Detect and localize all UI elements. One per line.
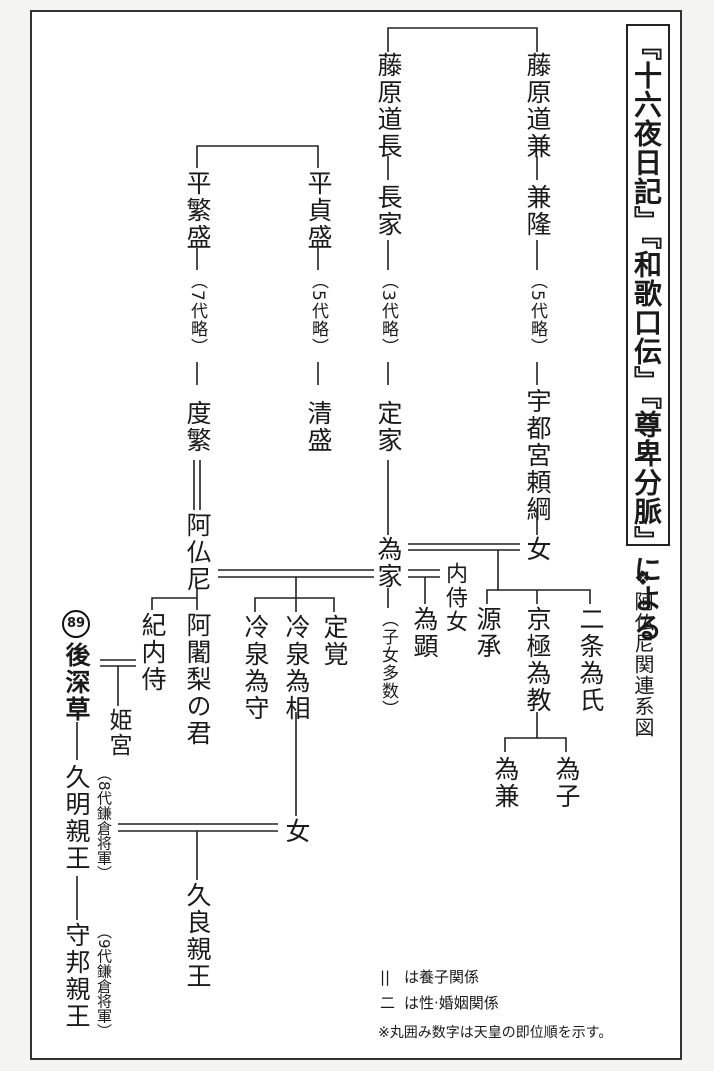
emperor-order-badge: 89 bbox=[62, 610, 90, 638]
person-tameaki: 為顕 bbox=[410, 606, 439, 660]
person-genjo: 源承 bbox=[473, 606, 502, 660]
person-kinaishi: 紀内侍 bbox=[138, 612, 167, 693]
note-shogun9: （9代鎌倉将軍） bbox=[95, 924, 113, 1039]
person-tamemori: 冷泉為守 bbox=[241, 614, 270, 722]
person-tamenori: 京極為教 bbox=[523, 606, 552, 714]
note-shijo: （子女多数） bbox=[378, 610, 398, 718]
person-hisaaki: 久明親王 bbox=[62, 764, 91, 872]
note-omit7: （7代略） bbox=[187, 272, 207, 356]
person-gofukakusa: 後深草 bbox=[62, 642, 91, 723]
person-michikane: 藤原道兼 bbox=[523, 52, 552, 160]
person-tameuji: 二条為氏 bbox=[576, 606, 605, 714]
person-himemiya: 姫宮 bbox=[105, 708, 131, 758]
diagram-subtitle: ❖阿仏尼関連系図 bbox=[631, 566, 655, 738]
person-michinaga: 藤原道長 bbox=[374, 52, 403, 160]
person-hisanaga: 久良親王 bbox=[183, 882, 212, 990]
diagram-frame bbox=[30, 10, 682, 1060]
note-omit5b: （5代略） bbox=[308, 272, 328, 356]
person-ajari: 阿闍梨の君 bbox=[183, 612, 212, 747]
person-jokaku: 定覚 bbox=[320, 614, 349, 668]
person-onna2: 女 bbox=[282, 818, 311, 845]
person-sadamori: 平貞盛 bbox=[304, 170, 333, 251]
person-kiyomori: 清盛 bbox=[304, 400, 333, 454]
legend-adoption: は養子関係 bbox=[404, 968, 480, 986]
person-tamekane: 為兼 bbox=[491, 756, 520, 810]
legend-marriage: は性·婚姻関係 bbox=[404, 994, 499, 1012]
person-abutsuni: 阿仏尼 bbox=[183, 512, 212, 593]
person-kanetaka: 兼隆 bbox=[523, 184, 552, 238]
person-tameko: 為子 bbox=[552, 756, 581, 810]
person-onna1: 女 bbox=[523, 536, 552, 563]
legend-adoption-symbol: || bbox=[380, 968, 391, 986]
person-norishige: 度繁 bbox=[183, 400, 212, 454]
person-tameie: 為家 bbox=[374, 536, 403, 590]
person-sadaie: 定家 bbox=[374, 400, 403, 454]
person-nagaie: 長家 bbox=[374, 184, 403, 238]
note-omit3: （3代略） bbox=[378, 272, 398, 356]
person-utsunomiya: 宇都宮頼綱 bbox=[523, 388, 552, 523]
diagram-title: 『十六夜日記』『和歌口伝』『尊卑分脈』による bbox=[630, 32, 663, 642]
legend-footnote: ※丸囲み数字は天皇の即位順を示す。 bbox=[378, 1025, 613, 1041]
person-shigemori: 平繁盛 bbox=[183, 170, 212, 251]
person-morikuni: 守邦親王 bbox=[62, 922, 91, 1030]
person-tamesuke: 冷泉為相 bbox=[282, 614, 311, 722]
note-omit5a: （5代略） bbox=[527, 272, 547, 356]
note-shogun8: （8代鎌倉将軍） bbox=[95, 766, 113, 881]
legend-marriage-symbol: 二 bbox=[380, 994, 396, 1012]
title-box bbox=[626, 24, 670, 546]
person-naishime: 内侍女 bbox=[442, 562, 467, 634]
